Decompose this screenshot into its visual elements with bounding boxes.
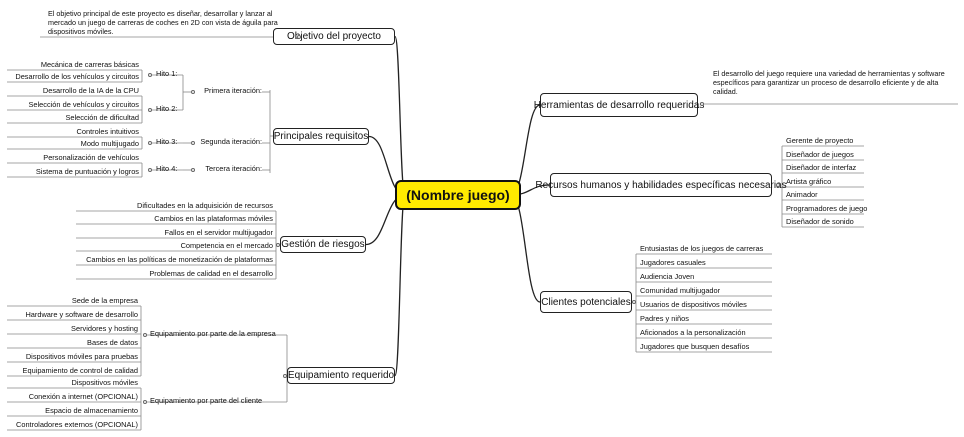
collapse-toggle-icon[interactable] (276, 243, 280, 247)
milestone-label: Hito 4: (156, 164, 178, 173)
leaf-item[interactable]: Diseñador de sonido (786, 217, 854, 226)
collapse-toggle-icon[interactable] (148, 73, 152, 77)
leaf-item[interactable]: Dispositivos móviles (71, 378, 138, 387)
leaf-item[interactable]: Aficionados a la personalización (640, 328, 746, 337)
leaf-item[interactable]: Programadores de juego (786, 204, 868, 213)
leaf-item[interactable]: Hardware y software de desarrollo (25, 310, 138, 319)
collapse-toggle-icon[interactable] (191, 168, 195, 172)
leaf-item[interactable]: Entusiastas de los juegos de carreras (640, 244, 764, 253)
leaf-item[interactable]: Usuarios de dispositivos móviles (640, 300, 747, 309)
leaf-item[interactable]: Equipamiento de control de calidad (22, 366, 138, 375)
branch-curve (510, 194, 541, 303)
branch-clientes[interactable]: Clientes potenciales (540, 291, 632, 313)
equipment-group-label: Equipamiento por parte del cliente (150, 396, 263, 405)
leaf-item[interactable]: Padres y niños (640, 314, 689, 323)
leaf-item[interactable]: Dispositivos móviles para pruebas (25, 352, 138, 361)
leaf-item[interactable]: Espacio de almacenamiento (45, 406, 138, 415)
leaf-item[interactable]: Bases de datos (87, 338, 138, 347)
collapse-toggle-icon[interactable] (191, 141, 195, 145)
collapse-toggle-icon[interactable] (776, 183, 780, 187)
leaf-item[interactable]: Desarrollo de los vehículos y circuitos (15, 72, 139, 81)
collapse-toggle-icon[interactable] (297, 35, 301, 39)
milestone-label: Hito 1: (156, 69, 178, 78)
leaf-item[interactable]: Audiencia Joven (640, 272, 695, 281)
branch-curve (394, 194, 406, 377)
branch-riesgos[interactable]: Gestión de riesgos (280, 236, 366, 253)
leaf-item[interactable]: Modo multijugado (80, 139, 139, 148)
leaf-item[interactable]: Problemas de calidad en el desarrollo (149, 269, 273, 278)
milestone-label: Hito 2: (156, 104, 178, 113)
leaf-item[interactable]: Competencia en el mercado (180, 241, 273, 250)
leaf-item[interactable]: Comunidad multijugador (640, 286, 721, 295)
collapse-toggle-icon[interactable] (191, 90, 195, 94)
leaf-item[interactable]: Controles intuitivos (76, 127, 139, 136)
leaf-item[interactable]: Diseñador de juegos (786, 150, 854, 159)
leaf-item[interactable]: Personalización de vehículos (43, 153, 139, 162)
branch-requisitos[interactable]: Principales requisitos (273, 128, 369, 145)
leaf-item[interactable]: Dificultades en la adquisición de recurs… (137, 201, 273, 210)
iteration-label: Primera iteración: (204, 86, 262, 95)
leaf-item[interactable]: Mecánica de carreras básicas (40, 60, 139, 69)
leaf-item[interactable]: Jugadores casuales (640, 258, 706, 267)
collapse-toggle-icon[interactable] (148, 141, 152, 145)
milestone-label: Hito 3: (156, 137, 178, 146)
iteration-label: Tercera iteración: (205, 164, 262, 173)
collapse-toggle-icon[interactable] (148, 168, 152, 172)
leaf-item[interactable]: Artista gráfico (786, 177, 832, 186)
branch-equipamiento[interactable]: Equipamiento requerido (287, 367, 395, 384)
collapse-toggle-icon[interactable] (283, 374, 287, 378)
collapse-toggle-icon[interactable] (632, 300, 636, 304)
branch-objetivo[interactable]: Objetivo del proyecto (273, 28, 395, 45)
collapse-toggle-icon[interactable] (143, 333, 147, 337)
branch-herramientas[interactable]: Herramientas de desarrollo requeridas (534, 93, 704, 117)
leaf-item[interactable]: Cambios en las políticas de monetización… (86, 255, 273, 264)
leaf-item[interactable]: Sede de la empresa (71, 296, 138, 305)
project-goal-note: El objetivo principal de este proyecto e… (48, 9, 278, 36)
collapse-toggle-icon[interactable] (143, 400, 147, 404)
leaf-item[interactable]: Diseñador de interfaz (786, 163, 857, 172)
leaf-item[interactable]: Gerente de proyecto (786, 136, 854, 145)
leaf-item[interactable]: Cambios en las plataformas móviles (154, 214, 273, 223)
leaf-item[interactable]: Sistema de puntuación y logros (35, 167, 139, 176)
leaf-item[interactable]: Fallos en el servidor multijugador (164, 228, 273, 237)
leaf-item[interactable]: Animador (786, 190, 818, 199)
branch-curve (394, 35, 406, 196)
collapse-toggle-icon[interactable] (700, 102, 704, 106)
equipment-group-label: Equipamiento por parte de la empresa (150, 329, 276, 338)
leaf-item[interactable]: Desarrollo de la IA de la CPU (42, 86, 139, 95)
leaf-item[interactable]: Controladores externos (OPCIONAL) (16, 420, 138, 429)
iteration-label: Segunda iteración: (200, 137, 262, 146)
leaf-item[interactable]: Conexión a internet (OPCIONAL) (28, 392, 138, 401)
branch-recursos[interactable]: Recursos humanos y habilidades específic… (535, 173, 787, 197)
leaf-item[interactable]: Selección de vehículos y circuitos (28, 100, 139, 109)
leaf-item[interactable]: Jugadores que busquen desafíos (640, 342, 750, 351)
leaf-item[interactable]: Selección de dificultad (65, 113, 139, 122)
collapse-toggle-icon[interactable] (148, 108, 152, 112)
central-topic[interactable]: (Nombre juego) (395, 180, 521, 210)
dev-tools-note: El desarrollo del juego requiere una var… (713, 69, 945, 96)
leaf-item[interactable]: Servidores y hosting (71, 324, 138, 333)
